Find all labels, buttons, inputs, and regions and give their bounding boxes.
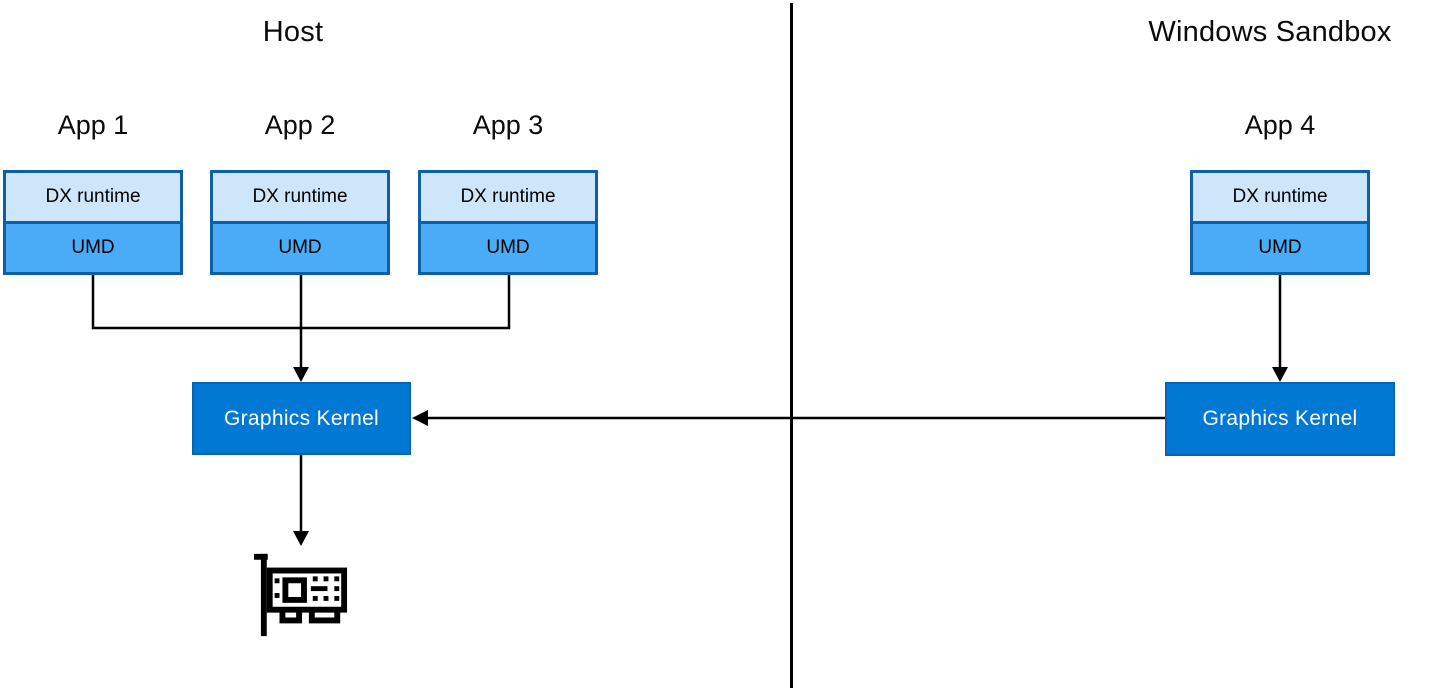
- section-divider-line: [790, 3, 793, 688]
- app4-stack: DX runtime UMD: [1190, 170, 1370, 275]
- app2-umd-box: UMD: [213, 221, 387, 272]
- app1-dx-runtime-box: DX runtime: [6, 173, 180, 221]
- app4-label: App 4: [1244, 110, 1316, 140]
- app3-dx-runtime-box: DX runtime: [421, 173, 595, 221]
- app2-dx-runtime-box: DX runtime: [213, 173, 387, 221]
- app1-stack: DX runtime UMD: [3, 170, 183, 275]
- host-section-title: Host: [262, 16, 324, 48]
- app3-label: App 3: [472, 110, 544, 140]
- sandbox-section-title: Windows Sandbox: [1148, 16, 1392, 48]
- app2-stack: DX runtime UMD: [210, 170, 390, 275]
- apps-to-kernel-manifold: [91, 275, 511, 330]
- host-graphics-kernel-box: Graphics Kernel: [192, 382, 411, 455]
- kernel-to-gpu-arrowhead: [293, 531, 309, 546]
- app2-to-kernel-arrowhead: [293, 367, 309, 382]
- app1-label: App 1: [57, 110, 129, 140]
- app3-umd-box: UMD: [421, 221, 595, 272]
- sandbox-graphics-kernel-box: Graphics Kernel: [1165, 382, 1395, 456]
- app1-umd-box: UMD: [6, 221, 180, 272]
- graphics-card-icon: [254, 553, 348, 637]
- app3-stack: DX runtime UMD: [418, 170, 598, 275]
- app4-to-kernel-arrowhead: [1272, 367, 1288, 382]
- app2-label: App 2: [264, 110, 336, 140]
- app4-umd-box: UMD: [1193, 221, 1367, 272]
- sandbox-kernel-to-host-kernel-arrowhead: [412, 410, 428, 426]
- app4-dx-runtime-box: DX runtime: [1193, 173, 1367, 221]
